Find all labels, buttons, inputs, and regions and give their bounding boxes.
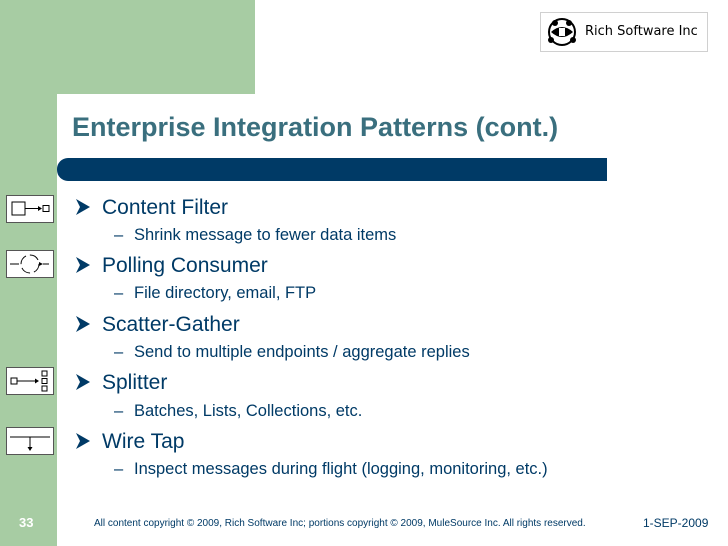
bullet-label: Content Filter xyxy=(102,196,229,219)
logo-text: Rich Software Inc xyxy=(585,24,698,39)
decorative-green-block xyxy=(0,0,255,94)
globe-figures-icon xyxy=(548,18,576,46)
sub-bullet-marker: – xyxy=(114,226,124,244)
slide-title: Enterprise Integration Patterns (cont.) xyxy=(72,112,559,142)
bullet-label: Splitter xyxy=(102,371,168,394)
splitter-icon xyxy=(6,367,54,395)
decorative-green-band xyxy=(0,94,57,546)
bullet-arrow-icon xyxy=(76,316,90,332)
sub-bullet-marker: – xyxy=(114,343,124,361)
bullet-label: Scatter-Gather xyxy=(102,313,240,336)
sub-bullet-text: Shrink message to fewer data items xyxy=(134,226,397,244)
sub-bullet-text: File directory, email, FTP xyxy=(134,284,317,302)
sub-bullet-text: Inspect messages during flight (logging,… xyxy=(134,460,548,478)
wire-tap-icon xyxy=(6,427,54,455)
bullet-label: Polling Consumer xyxy=(102,254,268,277)
sub-bullet-text: Send to multiple endpoints / aggregate r… xyxy=(134,343,470,361)
bullet-arrow-icon xyxy=(76,433,90,449)
slide-date: 1-SEP-2009 xyxy=(643,516,709,530)
bullet-label: Wire Tap xyxy=(102,430,185,453)
polling-consumer-icon xyxy=(6,250,54,278)
sub-bullet-marker: – xyxy=(114,460,124,478)
copyright-notice: All content copyright © 2009, Rich Softw… xyxy=(94,518,586,529)
content-filter-icon xyxy=(6,195,54,223)
sub-bullet-text: Batches, Lists, Collections, etc. xyxy=(134,402,363,420)
sub-bullet-marker: – xyxy=(114,402,124,420)
page-number: 33 xyxy=(19,515,34,530)
title-underline-bar xyxy=(57,158,607,181)
sub-bullet-marker: – xyxy=(114,284,124,302)
bullet-arrow-icon xyxy=(76,374,90,390)
bullet-arrow-icon xyxy=(76,257,90,273)
company-logo: Rich Software Inc xyxy=(540,12,708,52)
bullet-arrow-icon xyxy=(76,199,90,215)
